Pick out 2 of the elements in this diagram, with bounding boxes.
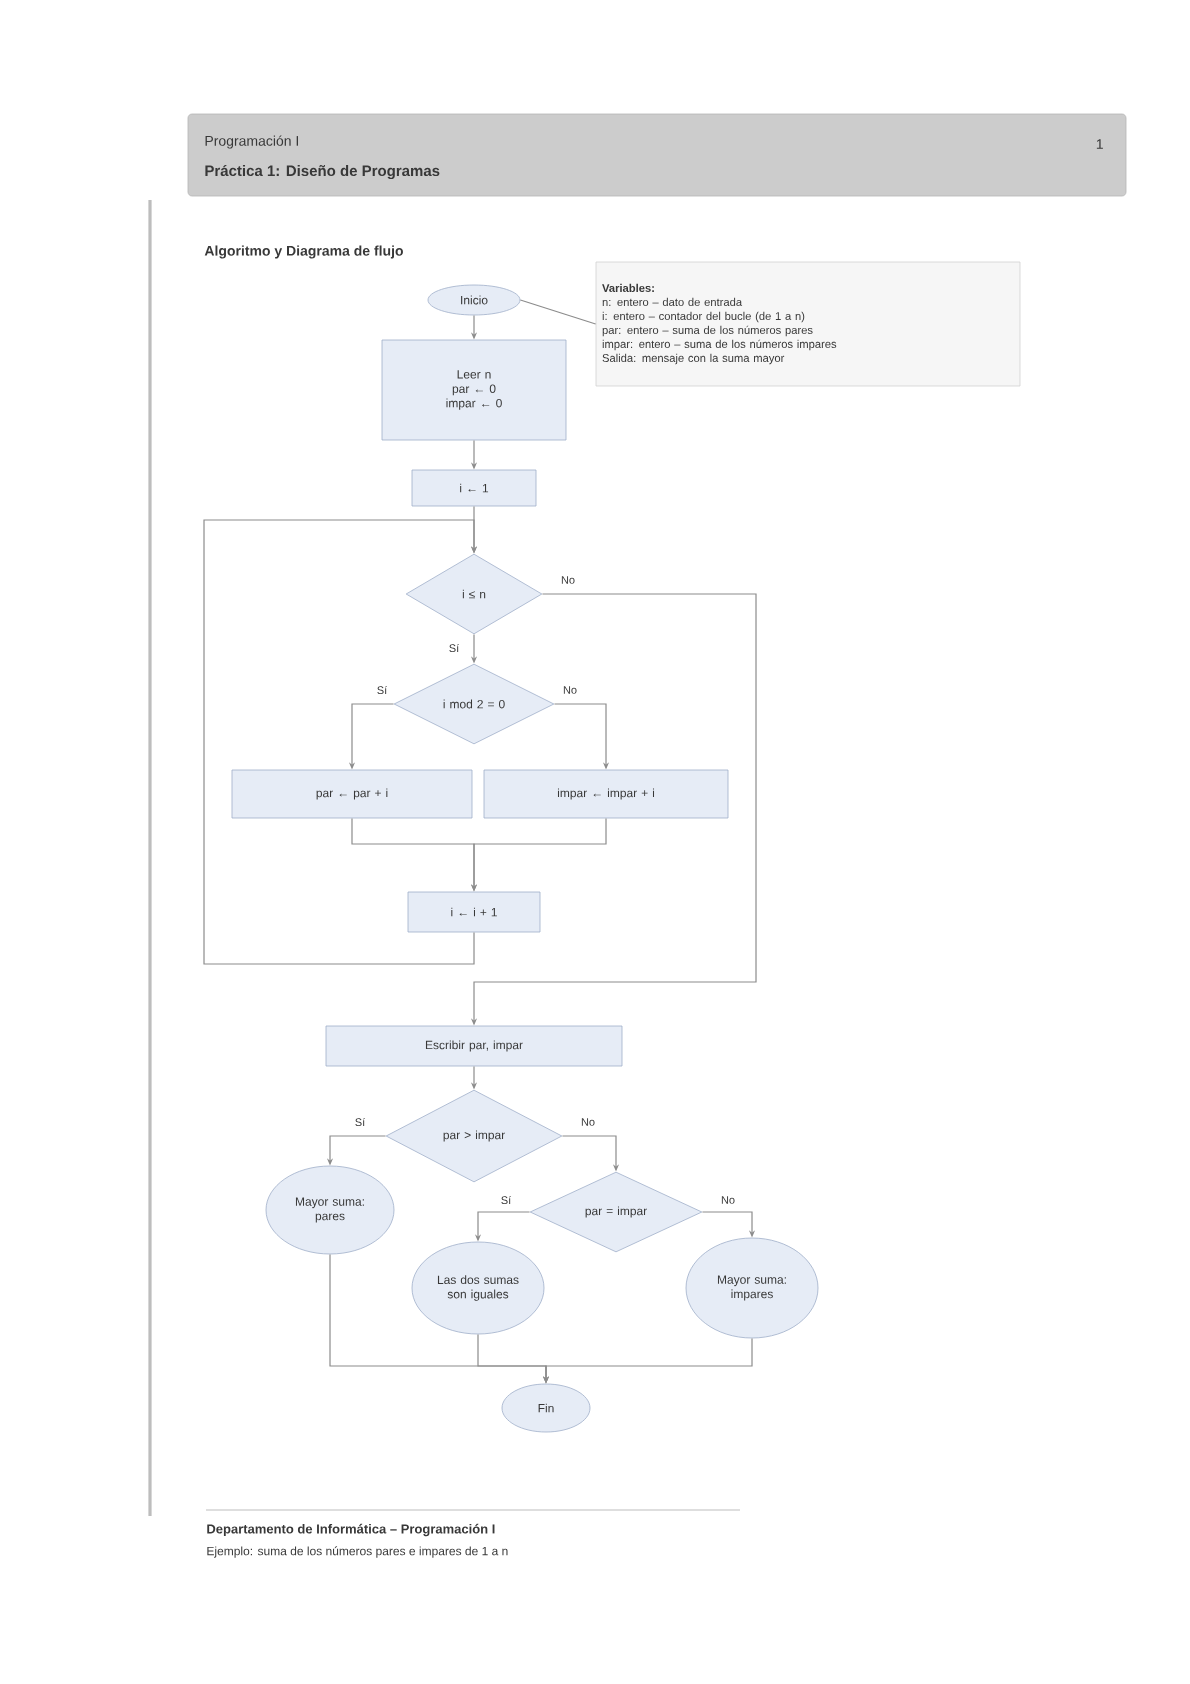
- arrow: [203, 519, 478, 965]
- connector-line: [519, 299, 597, 325]
